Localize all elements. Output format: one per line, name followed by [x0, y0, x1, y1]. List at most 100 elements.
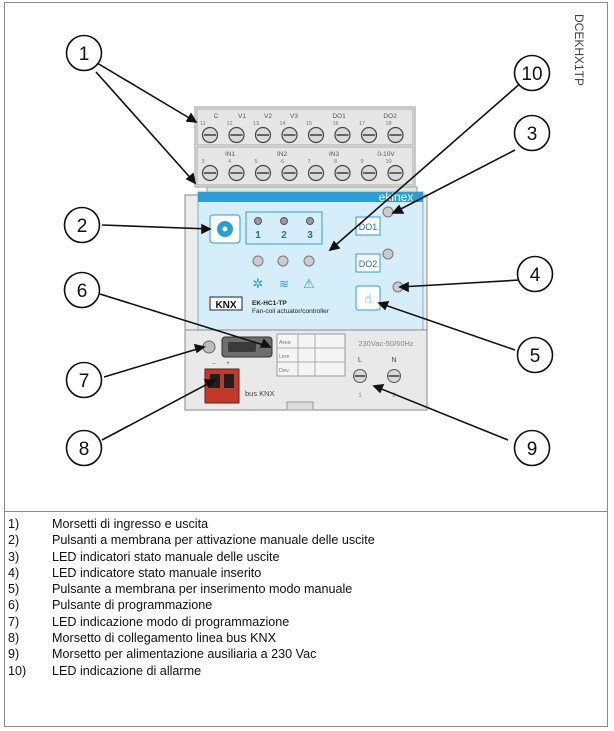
terminal-label: IN2 — [277, 151, 288, 158]
terminal-number: 7 — [307, 159, 310, 165]
terminal-label: C — [214, 113, 219, 120]
callout-circle — [513, 54, 551, 92]
legend-item: 5) Pulsante a membrana per inserimento mo… — [8, 581, 598, 597]
cooling-led — [252, 255, 264, 267]
callout-circle — [65, 361, 103, 399]
terminal-number: 12 — [226, 121, 232, 127]
bus-knx-label: bus KNX — [245, 389, 275, 398]
legend-text: Morsetto per alimentazione ausiliaria a … — [52, 647, 317, 662]
legend-text: LED indicatore stato manuale inserito — [52, 565, 262, 580]
callout-circle — [516, 255, 554, 293]
callout-circle — [65, 34, 103, 72]
legend-number: 2) — [8, 533, 20, 548]
legend-number: 3) — [8, 549, 20, 564]
heating-led — [277, 255, 289, 267]
heating-icon: ≋ — [279, 277, 289, 291]
supply-voltage-label: 230Vac-50/60Hz — [358, 339, 414, 348]
svg-text:Dev.: Dev. — [279, 368, 290, 374]
speed-led — [280, 217, 288, 225]
legend-text: LED indicatori stato manuale delle uscit… — [52, 549, 280, 564]
lower-housing: Area Line Dev. 230Vac-50/60Hz – + bus KN… — [184, 329, 428, 411]
legend-item: 1) Morsetti di ingresso e uscita — [8, 516, 598, 532]
terminal-number: 16 — [332, 121, 338, 127]
svg-text:DO2: DO2 — [359, 259, 378, 269]
legend-text: Pulsanti a membrana per attivazione manu… — [52, 533, 375, 548]
speed-led — [254, 217, 262, 225]
legend-number: 5) — [8, 582, 20, 597]
terminal-label: DO1 — [332, 113, 346, 120]
legend-text: Morsetti di ingresso e uscita — [52, 517, 209, 531]
callout-number: 4 — [530, 265, 541, 286]
leader-lines — [91, 59, 524, 441]
legend-number: 9) — [8, 647, 20, 662]
speed-number: 3 — [307, 230, 313, 241]
terminal-number: 8 — [334, 159, 337, 165]
callout-circle — [513, 114, 551, 152]
callout-circle — [63, 206, 101, 244]
do2-button[interactable] — [355, 253, 381, 273]
terminal-number: 18 — [385, 121, 391, 127]
callout-number: 6 — [77, 281, 88, 302]
callout-circle — [513, 429, 551, 467]
terminal-number: 4 — [228, 159, 231, 165]
callout-circle — [63, 271, 101, 309]
terminal-number: 11 — [200, 121, 206, 127]
terminal-number: 13 — [253, 121, 259, 127]
callout-number: 8 — [79, 439, 90, 460]
divider — [4, 511, 608, 512]
legend-text: LED indicazione di allarme — [52, 663, 202, 678]
callout-number: 2 — [77, 216, 88, 237]
svg-text:KNX: KNX — [215, 300, 236, 311]
address-label-area — [276, 333, 346, 377]
terminal-number: 9 — [360, 159, 363, 165]
legend-item: 8)Morsetto di collegamento linea bus KNX — [8, 630, 598, 646]
svg-text:DO1: DO1 — [359, 222, 378, 232]
legend-text: Pulsante di programmazione — [52, 598, 213, 613]
legend-number: 1) — [8, 517, 20, 531]
terminal-label: V2 — [264, 113, 272, 120]
terminal-label: IN3 — [329, 151, 340, 158]
manual-mode-button[interactable] — [355, 285, 381, 311]
terminal-number: 5 — [254, 159, 257, 165]
callout-number: 1 — [79, 44, 90, 65]
svg-text:Area: Area — [279, 340, 292, 346]
terminal-label: V1 — [238, 113, 246, 120]
terminal-number: 3 — [201, 159, 204, 165]
svg-text:1: 1 — [358, 393, 362, 399]
svg-text:–: – — [212, 361, 216, 367]
model-description: Fan-coil actuator/controller — [252, 308, 330, 315]
figure-frame — [4, 2, 608, 727]
legend-number: 4) — [8, 565, 20, 580]
model-label: EK-HC1-TP — [252, 300, 287, 307]
do1-led — [382, 206, 394, 218]
legend-number: 10) — [8, 663, 27, 678]
speed-led — [306, 217, 314, 225]
callout-number: 3 — [527, 124, 538, 145]
legend-text: Pulsante a membrana per inserimento modo… — [52, 582, 353, 597]
speed-number: 1 — [255, 230, 261, 241]
speed-number: 2 — [281, 230, 287, 241]
alarm-led — [303, 255, 315, 267]
terminal-label: 0-10V — [377, 151, 395, 158]
legend-item: 3) LED indicatori stato manuale delle usc… — [8, 549, 598, 565]
legend-number: 7) — [8, 614, 20, 629]
terminal-number: 14 — [279, 121, 285, 127]
callout-number: 9 — [527, 439, 538, 460]
callout-number: 7 — [79, 371, 90, 392]
legend-item: 7)LED indicazione modo di programmazione — [8, 614, 598, 630]
terminal-label: V3 — [290, 113, 298, 120]
callout-number: 5 — [530, 346, 541, 367]
callout-circle — [516, 336, 554, 374]
hand-icon: ☝ — [364, 291, 372, 306]
svg-text:L: L — [358, 357, 362, 364]
do2-led — [382, 248, 394, 260]
callout-circle — [65, 429, 103, 467]
terminal-label: IN1 — [225, 151, 236, 158]
svg-text:+: + — [226, 361, 230, 367]
callout-number: 10 — [521, 64, 542, 85]
legend-item: 4) LED indicatore stato manuale inserito — [8, 565, 598, 581]
